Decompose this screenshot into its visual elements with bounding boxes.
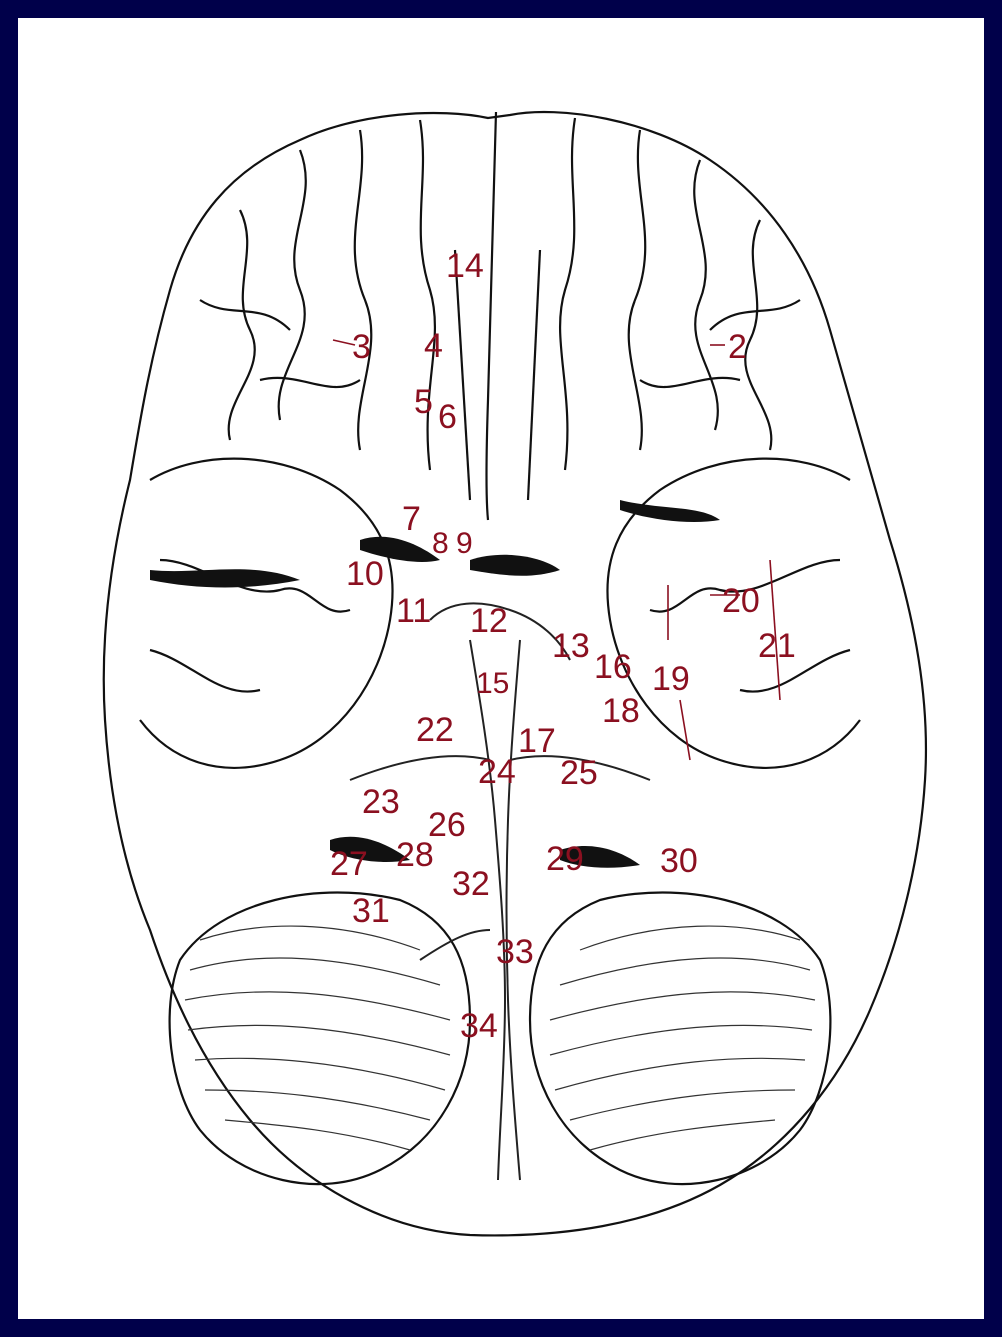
label-33: 33: [496, 933, 534, 971]
label-12: 12: [470, 602, 508, 640]
label-29: 29: [546, 840, 584, 878]
label-32: 32: [452, 865, 490, 903]
label-14: 14: [446, 247, 484, 285]
label-17: 17: [518, 722, 556, 760]
label-5: 5: [414, 383, 433, 421]
label-7: 7: [402, 500, 421, 538]
label-23: 23: [362, 783, 400, 821]
label-34: 34: [460, 1007, 498, 1045]
label-27: 27: [330, 845, 368, 883]
label-10: 10: [346, 555, 384, 593]
label-25: 25: [560, 754, 598, 792]
label-18: 18: [602, 692, 640, 730]
brain-outline: [104, 112, 926, 1235]
label-22: 22: [416, 711, 454, 749]
label-21: 21: [758, 627, 796, 665]
label-15: 15: [476, 667, 509, 700]
label-2: 2: [728, 328, 747, 366]
label-24: 24: [478, 753, 516, 791]
label-9: 9: [456, 527, 473, 560]
label-11: 11: [396, 592, 431, 630]
label-20: 20: [722, 582, 760, 620]
label-13: 13: [552, 627, 590, 665]
label-6: 6: [438, 398, 457, 436]
label-31: 31: [352, 892, 390, 930]
label-8: 8: [432, 527, 449, 560]
label-4: 4: [424, 327, 443, 365]
label-3: 3: [352, 328, 371, 366]
label-30: 30: [660, 842, 698, 880]
label-19: 19: [652, 660, 690, 698]
label-28: 28: [396, 836, 434, 874]
label-16: 16: [594, 648, 632, 686]
